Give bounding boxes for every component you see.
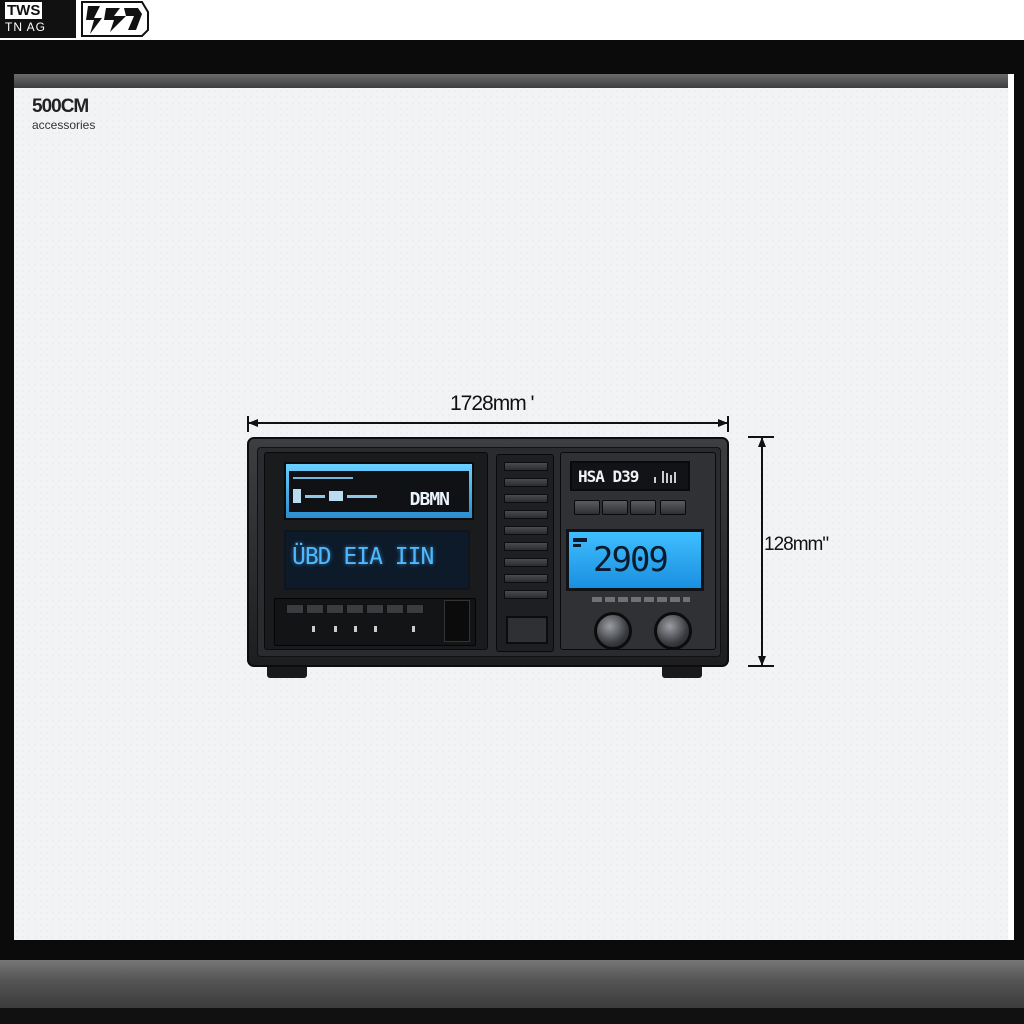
preset-button-3[interactable] [326,604,344,614]
function-button-1[interactable] [574,500,600,515]
status-display-text: HSA D39 [578,467,639,486]
card-slot[interactable] [444,600,470,642]
grille-slat [504,526,548,535]
frame-bottom-strip [0,960,1024,1010]
top-display-text: DBMN [409,489,450,510]
logo-text-block: TWS TN AG [0,0,76,38]
function-button-4[interactable] [660,500,686,515]
frame-right-edge [1008,74,1014,940]
frequency-lcd: 2909 [566,529,704,591]
button-indicator [312,626,315,632]
preset-button-7[interactable] [406,604,424,614]
frequency-value: 2909 [593,540,669,580]
grille-slat [504,558,548,567]
brand-subtitle: accessories [32,118,96,132]
preset-button-4[interactable] [346,604,364,614]
height-dimension-label: 128mm" [764,534,829,555]
mid-display: ÜBD EIA IIN [284,530,470,590]
grille-slat [504,542,548,551]
button-indicator [374,626,377,632]
grille-button[interactable] [506,616,548,644]
preset-button-2[interactable] [306,604,324,614]
logo: TWS TN AG [0,0,150,40]
preset-button-5[interactable] [366,604,384,614]
volume-knob[interactable] [594,612,632,650]
function-button-2[interactable] [602,500,628,515]
mid-display-text: ÜBD EIA IIN [292,544,434,570]
grille-slat [504,462,548,471]
frame-bottom-dark [0,1008,1024,1024]
frame-top-strip [14,74,1008,88]
grille-slat [504,478,548,487]
logo-line-1: TWS [5,2,43,19]
grille-slat [504,574,548,583]
device-foot-right [662,667,702,678]
status-display: HSA D39 [570,461,690,491]
function-button-3[interactable] [630,500,656,515]
lcd-mode-icon [573,538,587,547]
width-dimension-label: 1728mm ' [450,392,535,415]
tuning-knob[interactable] [654,612,692,650]
preset-button-1[interactable] [286,604,304,614]
logo-emblem-icon [81,0,149,37]
device-foot-left [267,667,307,678]
display-segment-icon [293,477,377,503]
logo-line-2: TN AG [5,20,47,34]
knob-labels [592,597,690,602]
grille-slat [504,494,548,503]
button-indicator [412,626,415,632]
top-display-screen: DBMN [289,471,469,512]
button-indicator [354,626,357,632]
grille-slat [504,510,548,519]
signal-bars-icon [654,471,676,483]
preset-button-6[interactable] [386,604,404,614]
grille-slat [504,590,548,599]
button-indicator [334,626,337,632]
top-display: DBMN [284,462,474,520]
brand-name: 500CM [32,96,89,117]
